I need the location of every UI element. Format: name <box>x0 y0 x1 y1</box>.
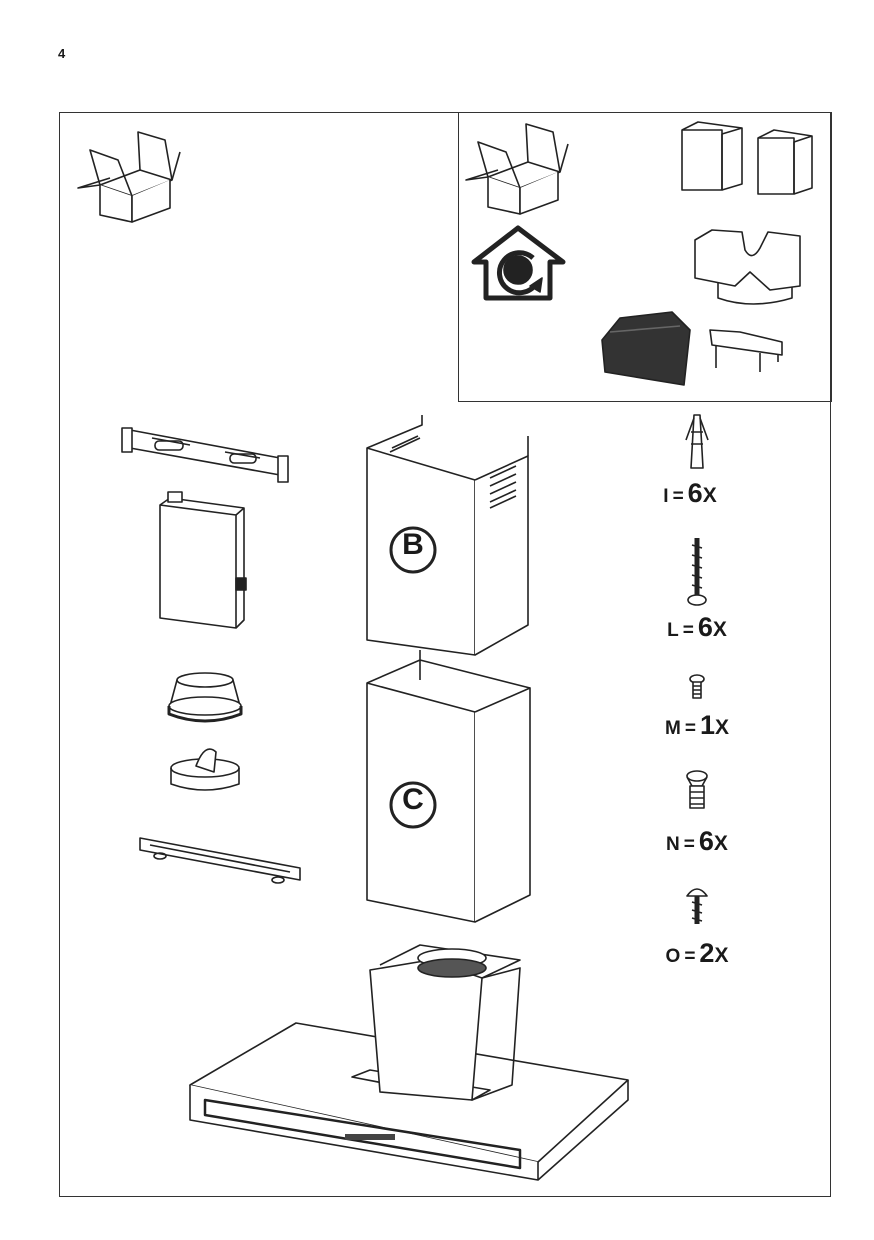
part-letter: I <box>663 486 669 507</box>
chimney-wall-bracket-icon <box>121 427 289 483</box>
recirculation-unit-icon <box>694 229 801 305</box>
part-letter: O <box>665 946 681 967</box>
equals-sign: = <box>684 946 696 967</box>
hardware-label-l: L=6X <box>637 612 757 643</box>
hardware-label-m: M=1X <box>637 710 757 741</box>
part-unit: X <box>713 832 728 855</box>
recirculation-kit-box <box>458 112 832 402</box>
countersunk-screw-icon <box>686 770 708 809</box>
long-screw-icon <box>687 538 707 606</box>
part-unit: X <box>702 484 717 507</box>
equals-sign: = <box>682 620 694 641</box>
part-quantity: 2 <box>699 938 715 968</box>
square-duct-adapter-icon <box>681 121 813 195</box>
carbon-filter-icon <box>601 311 691 386</box>
chimney-label-c: C <box>402 783 424 816</box>
hardware-label-i: I=6X <box>630 478 750 509</box>
round-head-screw-icon <box>686 888 708 924</box>
part-unit: X <box>712 618 727 641</box>
lower-chimney-icon <box>366 650 531 923</box>
contents-frame <box>59 112 831 1197</box>
part-quantity: 6 <box>697 612 713 642</box>
hardware-label-o: O=2X <box>637 938 757 969</box>
equals-sign: = <box>683 834 695 855</box>
part-quantity: 6 <box>698 826 714 856</box>
duct-spigot-icon <box>167 672 243 723</box>
part-letter: N <box>666 834 680 855</box>
part-unit: X <box>714 716 729 739</box>
hardware-label-n: N=6X <box>637 826 757 857</box>
part-unit: X <box>714 944 729 967</box>
page-number: 4 <box>58 46 66 61</box>
chimney-label-b: B <box>402 528 424 561</box>
open-carton-icon <box>77 131 181 223</box>
anti-backflow-valve-icon <box>170 748 240 791</box>
recirculation-mode-icon <box>471 225 566 301</box>
part-letter: M <box>665 718 681 739</box>
open-carton-icon <box>465 123 569 215</box>
part-quantity: 6 <box>687 478 703 508</box>
short-screw-icon <box>689 674 705 699</box>
equals-sign: = <box>684 718 696 739</box>
filter-bracket-icon <box>709 329 783 372</box>
motor-unit-icon <box>159 491 247 629</box>
equals-sign: = <box>672 486 684 507</box>
cooker-hood-icon <box>189 944 629 1181</box>
part-quantity: 1 <box>699 710 715 740</box>
upper-chimney-icon <box>366 415 529 656</box>
part-letter: L <box>667 620 679 641</box>
wall-plug-icon <box>685 414 709 469</box>
hood-mounting-rail-icon <box>139 837 301 884</box>
